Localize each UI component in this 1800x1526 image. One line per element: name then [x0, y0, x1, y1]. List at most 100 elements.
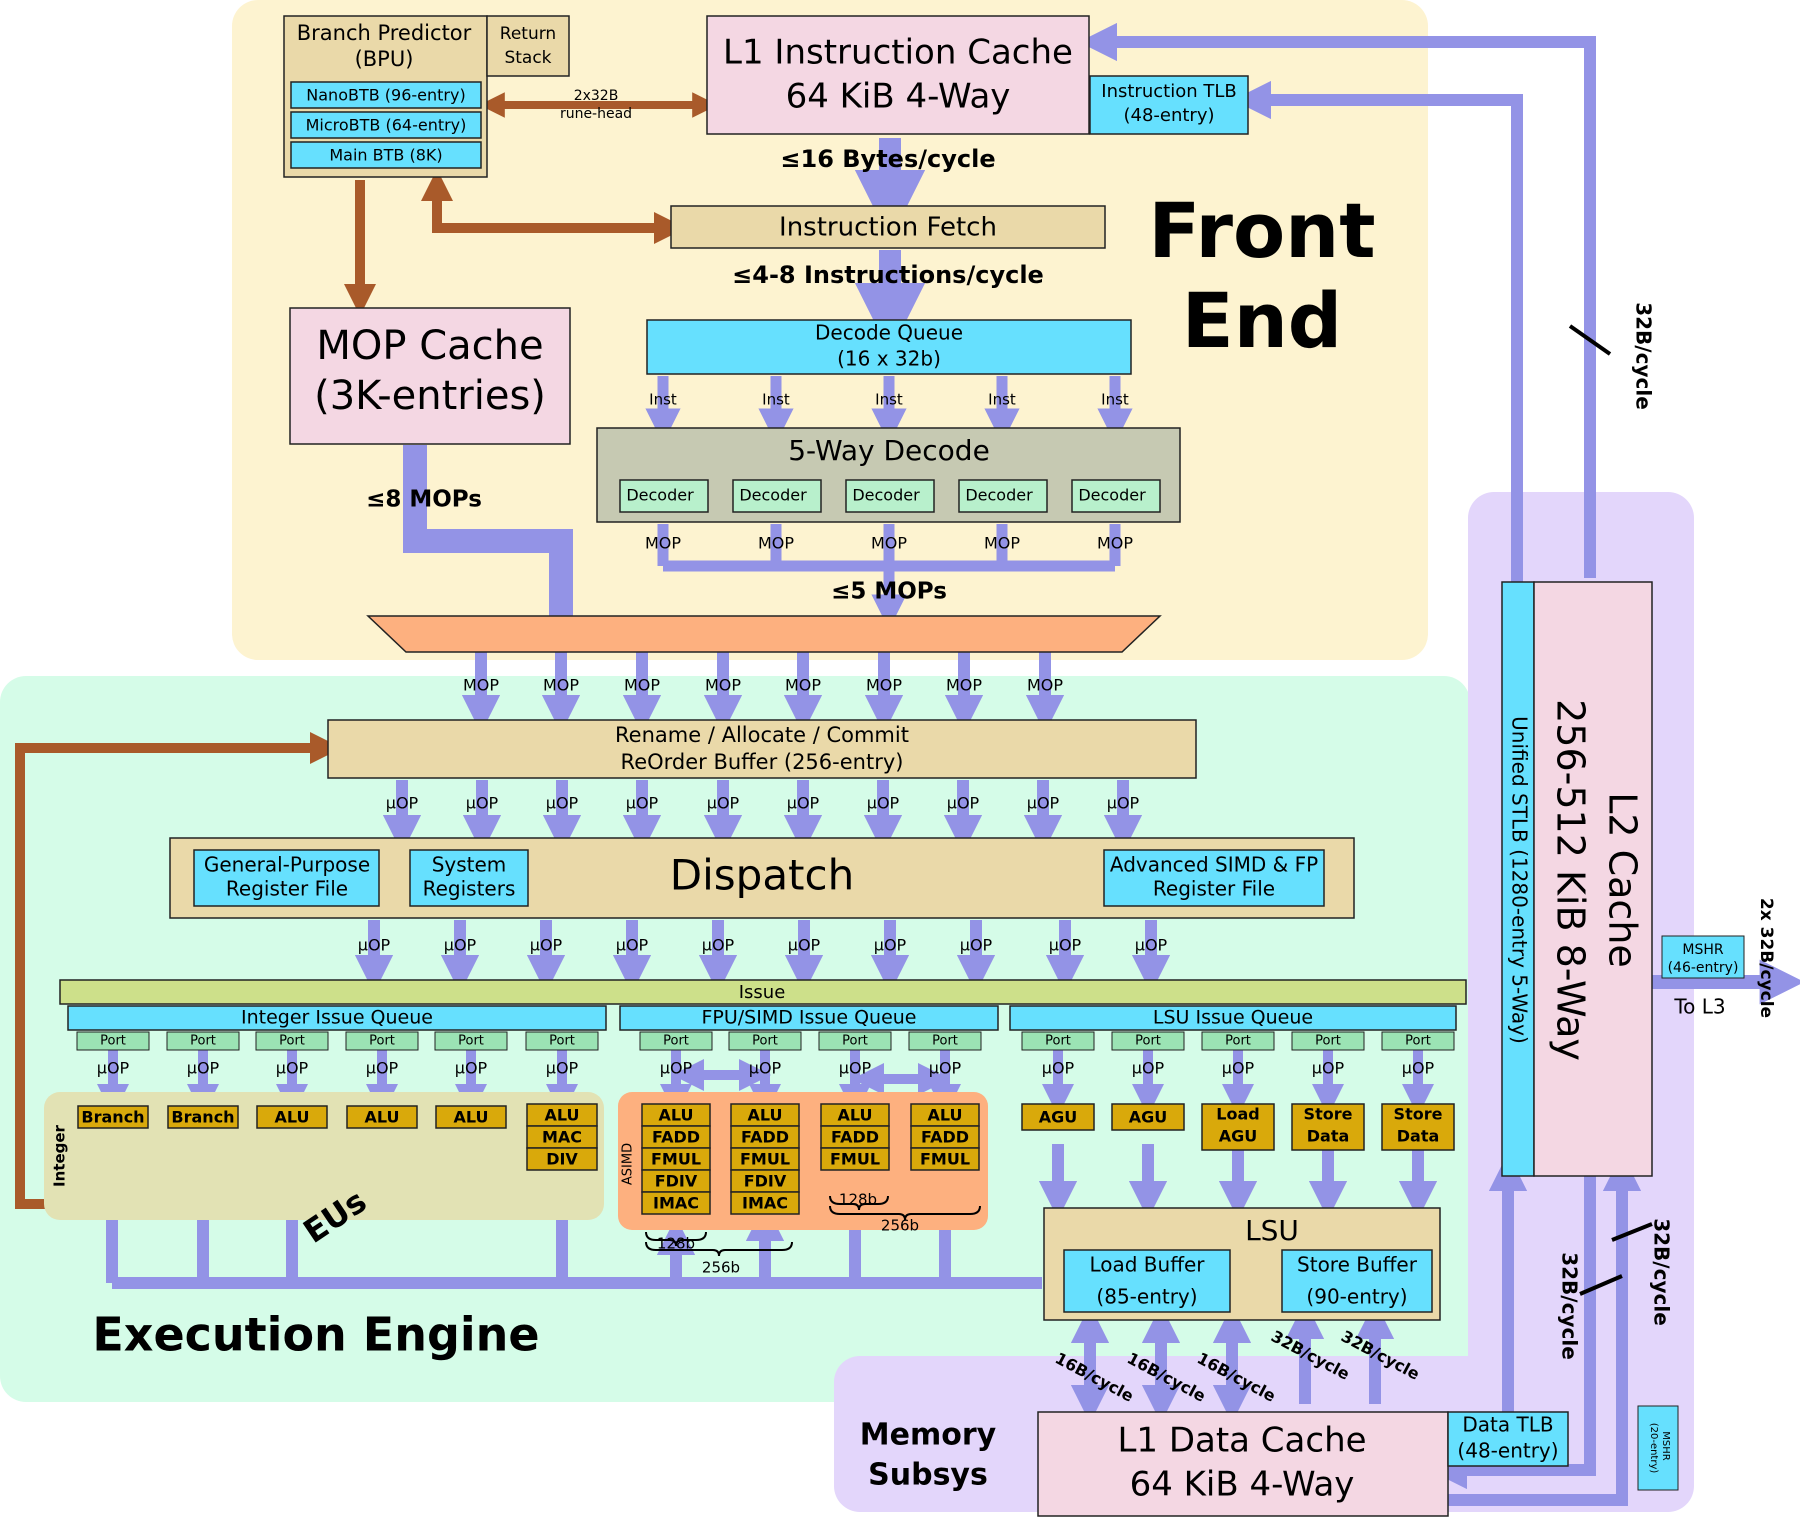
- fp-unit-1-label-0: ALU: [659, 1106, 694, 1125]
- port-box-13: [1291, 1031, 1365, 1051]
- mop-rename-label-5: MOP: [866, 676, 902, 695]
- stlb-label: Unified STLB (1280-entry 5-Way): [1508, 716, 1532, 1044]
- uop-dispatch-label-6: µOP: [867, 794, 900, 813]
- port-box-11: [1111, 1031, 1185, 1051]
- port-box-8: [818, 1031, 892, 1051]
- brace-128b-left: [645, 1231, 707, 1247]
- port-label-14: Port: [1405, 1034, 1431, 1049]
- fp-unit-1-label-1: FADD: [652, 1128, 700, 1147]
- inst-label-4: Inst: [1101, 391, 1129, 409]
- fp-unit-2-label-3: FDIV: [744, 1172, 787, 1191]
- fp-unit-3-cell-2: [820, 1147, 890, 1171]
- port-label-12: Port: [1225, 1034, 1251, 1049]
- uop-unit-label-12: µOP: [1222, 1059, 1255, 1078]
- int-unit-3: [346, 1105, 418, 1129]
- rename-label: Rename / Allocate / Commit: [615, 723, 909, 747]
- mop-label-2: MOP: [871, 534, 907, 553]
- uop-dispatch-label-8: µOP: [1027, 794, 1060, 813]
- issue-bar: [59, 979, 1467, 1005]
- bandwidth-tick-0: [1568, 324, 1612, 356]
- bpu-title: Branch Predictor: [297, 21, 472, 45]
- uop-dispatch-label-2: µOP: [546, 794, 579, 813]
- port-label-9: Port: [932, 1034, 958, 1049]
- integer-cluster-label: Integer: [51, 1124, 69, 1187]
- port-label-10: Port: [1045, 1034, 1071, 1049]
- load-buffer-label: Load Buffer: [1089, 1253, 1205, 1277]
- uop-issue-label-1: µOP: [444, 936, 477, 955]
- integer-issue-queue-box: [67, 1005, 607, 1031]
- uop-unit-label-9: µOP: [929, 1059, 962, 1078]
- l2-title: L2 Cache: [1601, 792, 1645, 968]
- uop-dispatch-label-1: µOP: [466, 794, 499, 813]
- uop-unit-label-10: µOP: [1042, 1059, 1075, 1078]
- simdrf-label: Advanced SIMD & FP: [1110, 853, 1318, 877]
- uop-unit-label-13: µOP: [1312, 1059, 1345, 1078]
- uop-unit-label-0: µOP: [97, 1059, 130, 1078]
- inst-label-0: Inst: [649, 391, 677, 409]
- uop-issue-label-6: µOP: [874, 936, 907, 955]
- sysreg-label-2: Registers: [423, 877, 516, 901]
- bandwidth-tick-2: [1579, 1274, 1623, 1296]
- l1i-title: L1 Instruction Cache: [723, 33, 1073, 73]
- lsu-unit-label-4-1: Data: [1397, 1127, 1440, 1146]
- port-label-7: Port: [752, 1034, 778, 1049]
- fp-unit-1-label-2: FMUL: [651, 1150, 701, 1169]
- bpu-subtitle: (BPU): [355, 47, 414, 71]
- data-tlb-label-2: (48-entry): [1457, 1439, 1558, 1463]
- system-registers-box: [409, 849, 529, 907]
- l1-data-cache-box: [1037, 1411, 1449, 1517]
- uop-unit-label-2: µOP: [276, 1059, 309, 1078]
- mop-rename-label-0: MOP: [463, 676, 499, 695]
- decoder-label-1: Decoder: [739, 486, 807, 505]
- nanobtb-box: [290, 81, 482, 109]
- fp-unit-2-label-0: ALU: [748, 1106, 783, 1125]
- lsu-unit-label-2-0: Load: [1216, 1105, 1259, 1124]
- int-unit-label-1: Branch: [171, 1108, 234, 1127]
- data-tlb-box: [1447, 1411, 1569, 1467]
- decode-queue-label-2: (16 x 32b): [837, 347, 941, 371]
- mops5-label: ≤5 MOPs: [831, 579, 947, 605]
- fp-unit-4-label-2: FMUL: [920, 1150, 970, 1169]
- uop-dispatch-label-5: µOP: [787, 794, 820, 813]
- decode-queue-label: Decode Queue: [815, 321, 963, 345]
- port-box-0: [76, 1031, 150, 1051]
- mshr-46-box: [1661, 935, 1745, 979]
- decoder-label-4: Decoder: [1078, 486, 1146, 505]
- lsu-issue-queue-label: LSU Issue Queue: [1153, 1007, 1313, 1029]
- int-mac-div-unit-label-0: ALU: [545, 1106, 580, 1125]
- main-btb-label: Main BTB (8K): [329, 146, 442, 165]
- fp-unit-1-label-3: FDIV: [655, 1172, 698, 1191]
- diagram-blocks: [44, 15, 1745, 1517]
- mop-cache-title: MOP Cache: [316, 323, 543, 369]
- decoder-box-3: [958, 479, 1048, 513]
- decode-queue-box: [646, 319, 1132, 375]
- port-label-3: Port: [369, 1034, 395, 1049]
- fp-unit-1-label-4: IMAC: [653, 1194, 699, 1213]
- microbtb-box: [290, 111, 482, 139]
- front-end-title: Front: [1148, 186, 1375, 275]
- uop-unit-label-1: µOP: [187, 1059, 220, 1078]
- mshr-20-box: [1637, 1405, 1679, 1491]
- uop-unit-label-8: µOP: [839, 1059, 872, 1078]
- uop-issue-label-3: µOP: [616, 936, 649, 955]
- fetch-bandwidth-label: ≤16 Bytes/cycle: [780, 145, 995, 173]
- l2-subtitle: 256-512 KiB 8-Way: [1549, 699, 1593, 1061]
- l2-itlb-arrow: [1232, 80, 1523, 582]
- l1i-subtitle: 64 KiB 4-Way: [786, 77, 1011, 117]
- lsu-unit-0: [1021, 1103, 1095, 1131]
- int-unit-label-4: ALU: [454, 1108, 489, 1127]
- fp-unit-1-cell-4: [641, 1191, 711, 1215]
- return-stack-label: Return: [500, 24, 556, 44]
- uop-unit-label-7: µOP: [749, 1059, 782, 1078]
- five-way-decode-title: 5-Way Decode: [788, 434, 990, 467]
- mop-label-3: MOP: [984, 534, 1020, 553]
- port-box-2: [255, 1031, 329, 1051]
- lsu-unit-3: [1291, 1103, 1365, 1151]
- mop-rename-label-2: MOP: [624, 676, 660, 695]
- mshr-20-label: MSHR: [1660, 1431, 1671, 1460]
- unified-stlb-box: [1501, 581, 1535, 1177]
- decoder-box-0: [619, 479, 709, 513]
- decoder-box-4: [1071, 479, 1161, 513]
- rename-rob-box: [327, 719, 1197, 779]
